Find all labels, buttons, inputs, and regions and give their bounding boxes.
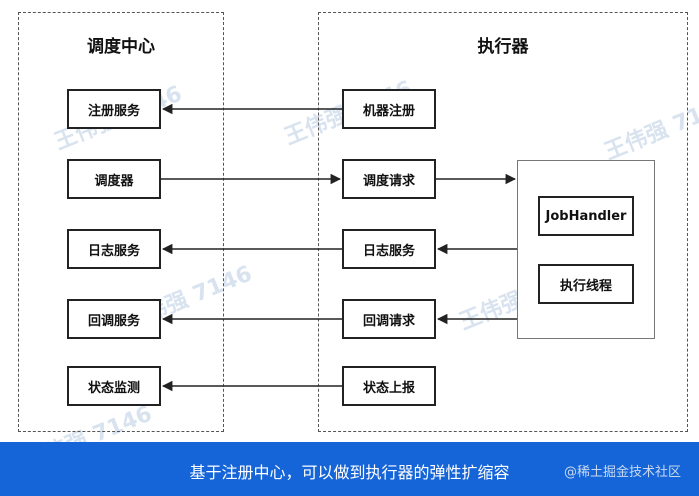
jobhandler-node: JobHandler: [538, 196, 634, 236]
scheduler-center-title: 调度中心: [87, 37, 155, 57]
job-container: [517, 160, 655, 339]
log-service-node: 日志服务: [67, 229, 161, 269]
caption-text: 基于注册中心，可以做到执行器的弹性扩缩容: [189, 463, 510, 482]
executor-title: 执行器: [477, 37, 529, 57]
scheduler-center-group: [18, 12, 224, 432]
callback-request-node: 回调请求: [342, 299, 436, 339]
caption-bar: 基于注册中心，可以做到执行器的弹性扩缩容 @稀土掘金技术社区: [0, 442, 699, 496]
register-service-node: 注册服务: [67, 89, 161, 129]
scheduler-node: 调度器: [67, 159, 161, 199]
callback-service-node: 回调服务: [67, 299, 161, 339]
schedule-request-node: 调度请求: [342, 159, 436, 199]
edges-layer: [161, 103, 517, 392]
source-watermark: @稀土掘金技术社区: [563, 465, 681, 480]
executor-group: [318, 12, 688, 432]
status-report-node: 状态上报: [342, 366, 436, 406]
architecture-diagram: 王伟强 7146 王伟强 7146 王伟强 7146 王伟强 7146 王伟强 …: [18, 12, 699, 476]
executor-log-service-node: 日志服务: [342, 229, 436, 269]
status-monitor-node: 状态监测: [67, 366, 161, 406]
machine-register-node: 机器注册: [342, 89, 436, 129]
execution-thread-node: 执行线程: [538, 264, 634, 304]
